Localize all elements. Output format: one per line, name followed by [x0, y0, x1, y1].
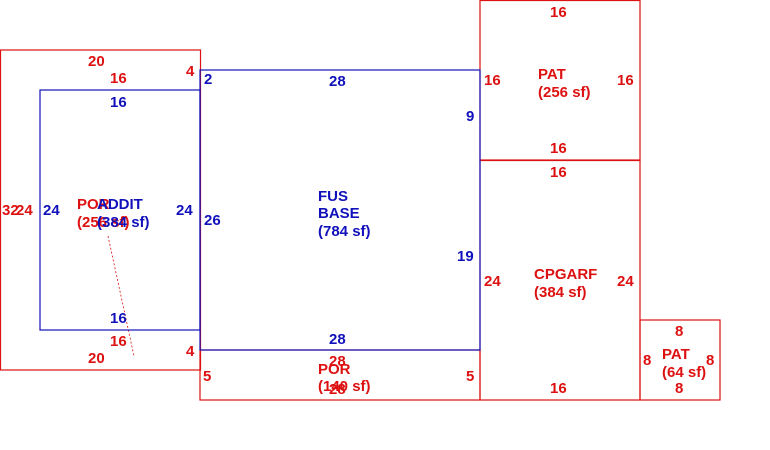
fus-base-area: (784 sf) [318, 223, 371, 240]
por-left-area: (256 sf) [77, 214, 130, 231]
dim-pat-small-bottom: 8 [675, 380, 683, 397]
dim-fus-right-lower: 19 [457, 248, 474, 265]
dim-cpgarf-bottom: 16 [550, 380, 567, 397]
por-bottom-area: (140 sf) [318, 378, 371, 395]
pat-top-name: PAT [538, 66, 566, 83]
dim-addit-right: 24 [176, 202, 193, 219]
dim-por-left-bottom-right: 4 [186, 343, 195, 360]
dim-por-left-bottom: 20 [88, 350, 105, 367]
dim-por-left-top: 20 [88, 53, 105, 70]
dim-fus-right-upper: 9 [466, 108, 474, 125]
dim-cpgarf-top: 16 [550, 164, 567, 181]
fus-base-outline [199, 69, 481, 351]
por-bottom-name: POR [318, 361, 351, 378]
dim-addit-top: 16 [110, 94, 127, 111]
dim-fus-top: 28 [329, 73, 346, 90]
leader-line [107, 235, 135, 357]
pat-small-outline [639, 319, 721, 401]
dim-por-bottom-right: 5 [466, 368, 474, 385]
cpgarf-name: CPGARF [534, 266, 597, 283]
dim-por-bottom-bottom: 28 [329, 381, 346, 398]
addit-name: ADDIT [97, 196, 143, 213]
dim-por-left-bottom-inner: 16 [110, 333, 127, 350]
dim-fus-top-left: 2 [204, 71, 212, 88]
dim-pat-top-right: 16 [617, 72, 634, 89]
dim-fus-left: 26 [204, 212, 221, 229]
dim-pat-small-top: 8 [675, 323, 683, 340]
cpgarf-area: (384 sf) [534, 284, 587, 301]
dim-cpgarf-right: 24 [617, 273, 634, 290]
pat-small-area: (64 sf) [662, 364, 706, 381]
pat-small-name: PAT [662, 346, 690, 363]
dim-por-bottom-left: 5 [203, 368, 211, 385]
dim-pat-small-right: 8 [706, 352, 714, 369]
dim-pat-top-left: 16 [484, 72, 501, 89]
dim-addit-left: 24 [43, 202, 60, 219]
por-left-name: POR [77, 196, 110, 213]
dim-pat-top-bottom: 16 [550, 140, 567, 157]
dim-pat-top-top: 16 [550, 4, 567, 21]
dim-por-left-top-inner: 16 [110, 70, 127, 87]
dim-por-left-left2: 24 [16, 202, 33, 219]
pat-top-area: (256 sf) [538, 84, 591, 101]
dim-fus-bottom: 28 [329, 331, 346, 348]
fus-base-name-line1: FUS [318, 188, 348, 205]
dim-por-left-top-right: 4 [186, 63, 195, 80]
fus-base-name-line2: BASE [318, 205, 360, 222]
dim-addit-bottom: 16 [110, 310, 127, 327]
dim-por-left-left: 32 [2, 202, 19, 219]
addit-area: (384 sf) [97, 214, 150, 231]
dim-pat-small-left: 8 [643, 352, 651, 369]
dim-por-bottom-top: 28 [329, 353, 346, 370]
dim-cpgarf-left: 24 [484, 273, 501, 290]
